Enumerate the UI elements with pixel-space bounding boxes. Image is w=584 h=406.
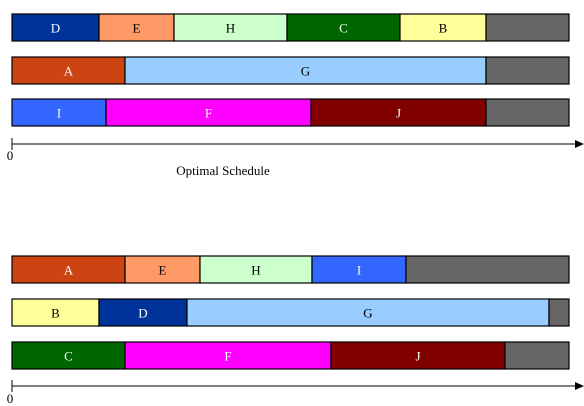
- alternative-machine-3-job-j-bar: [330, 341, 506, 370]
- alternative-machine-2-job-d-bar: [98, 298, 188, 327]
- optimal-machine-3-job-i-label: I: [57, 106, 61, 121]
- optimal-machine-1-job-e-label: E: [133, 21, 141, 36]
- optimal-machine-3-job-f-bar: [105, 98, 312, 127]
- optimal-machine-3-job-i-bar: [11, 98, 107, 127]
- optimal-machine-1-job-d-label: D: [51, 21, 60, 36]
- optimal-schedule-caption: Optimal Schedule: [176, 163, 270, 178]
- optimal-machine-3-job-j-label: J: [396, 106, 401, 121]
- optimal-machine-1-job-h-bar: [173, 13, 288, 42]
- alternative-machine-2-job-b-bar: [11, 298, 100, 327]
- alternative-machine-1-idle-bar: [405, 255, 570, 284]
- optimal-machine-1-idle-bar: [485, 13, 570, 42]
- alternative-machine-3-job-c-label: C: [64, 349, 73, 364]
- alternative-machine-1-job-e-label: E: [159, 263, 167, 278]
- alternative-time-axis: 0: [7, 380, 584, 406]
- alternative-schedule: A E H I B D G C F J 0: [7, 255, 584, 406]
- optimal-machine-1-job-c-label: C: [339, 21, 348, 36]
- alternative-machine-3-job-f-label: F: [224, 349, 231, 364]
- optimal-machine-1-job-b-bar: [399, 13, 487, 42]
- optimal-machine-2-job-a-bar: [11, 56, 126, 85]
- alternative-machine-2-job-g-bar: [186, 298, 550, 327]
- optimal-axis-arrowhead: [575, 140, 584, 148]
- optimal-machine-3-idle-bar: [485, 98, 570, 127]
- optimal-machine-1-job-b-label: B: [439, 21, 448, 36]
- optimal-machine-1-job-e-bar: [98, 13, 175, 42]
- alternative-axis-arrowhead: [575, 382, 584, 390]
- alternative-machine-2-job-b-label: B: [51, 306, 60, 321]
- optimal-machine-2-idle-bar: [485, 56, 570, 85]
- alternative-machine-1-job-h-label: H: [251, 263, 260, 278]
- alternative-machine-2-job-g-label: G: [363, 306, 372, 321]
- alternative-machine-3-job-j-label: J: [415, 349, 420, 364]
- alternative-machine-1-job-a-bar: [11, 255, 126, 284]
- optimal-machine-3-job-f-label: F: [205, 106, 212, 121]
- alternative-machine-3-idle-bar: [504, 341, 570, 370]
- optimal-machine-1-job-d-bar: [11, 13, 100, 42]
- optimal-time-axis: 0: [7, 138, 584, 163]
- optimal-axis-origin-label: 0: [7, 148, 14, 163]
- alternative-machine-2-job-d-label: D: [138, 306, 147, 321]
- alternative-axis-origin-label: 0: [7, 391, 14, 406]
- optimal-machine-2-job-a-label: A: [64, 64, 74, 79]
- alternative-machine-1-job-e-bar: [124, 255, 201, 284]
- alternative-machine-2-idle-bar: [548, 298, 570, 327]
- alternative-machine-1-job-i-bar: [311, 255, 407, 284]
- alternative-machine-1-job-i-label: I: [357, 263, 361, 278]
- alternative-machine-1-job-a-label: A: [64, 263, 74, 278]
- optimal-machine-1-job-h-label: H: [226, 21, 235, 36]
- optimal-machine-2-job-g-bar: [124, 56, 487, 85]
- optimal-machine-2-job-g-label: G: [301, 64, 310, 79]
- optimal-machine-3-job-j-bar: [310, 98, 487, 127]
